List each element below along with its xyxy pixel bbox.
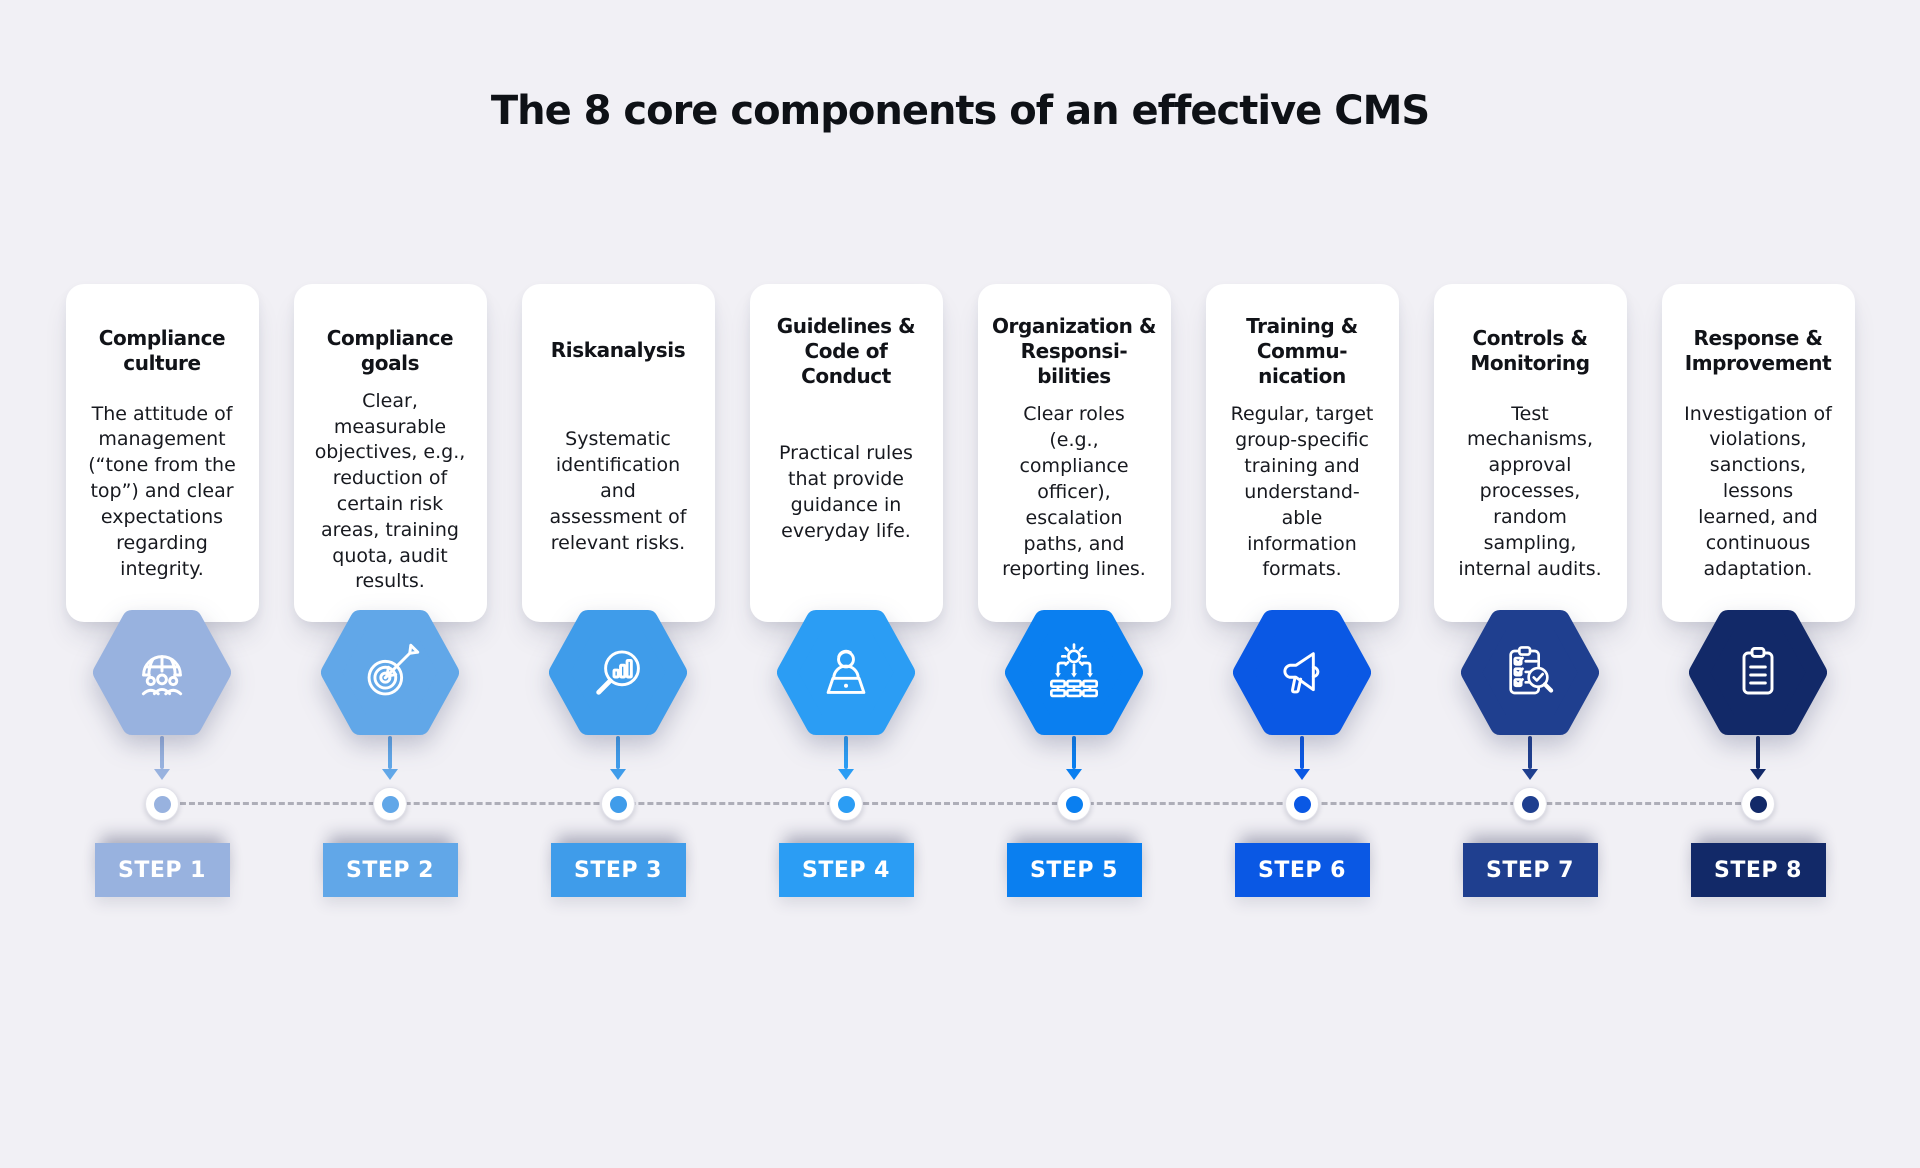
timeline-dot: [373, 787, 407, 821]
checklist-audit-icon: [1498, 641, 1562, 705]
step-label: STEP 5: [1030, 857, 1118, 883]
step-label: STEP 8: [1714, 857, 1802, 883]
step-column: Compliance culture The attitude of manag…: [65, 284, 259, 897]
hexagon-badge: [774, 609, 918, 736]
down-arrow: [1294, 736, 1310, 781]
card-description: Clear roles (e.g., compliance officer), …: [1002, 403, 1146, 581]
timeline-dot: [1513, 787, 1547, 821]
step-column: Guidelines & Code of Conduct Practical r…: [749, 284, 943, 897]
timeline-dashed-line: [161, 802, 1759, 805]
step-badge: STEP 7: [1462, 843, 1598, 897]
hexagon-badge: [318, 609, 462, 736]
down-arrow: [1066, 736, 1082, 781]
step-label: STEP 7: [1486, 857, 1574, 883]
step-card: Compliance goals Clear, measurable objec…: [293, 284, 487, 622]
step-column: Training & Commu- nication Regular, targ…: [1205, 284, 1399, 897]
hexagon-badge: [546, 609, 690, 736]
down-arrow: [1750, 736, 1766, 781]
down-arrow: [382, 736, 398, 781]
hexagon-badge: [90, 609, 234, 736]
timeline-dot: [1741, 787, 1775, 821]
step-card: Controls & Monitoring Test mechanisms, a…: [1433, 284, 1627, 622]
step-badge: STEP 2: [322, 843, 458, 897]
down-arrow: [154, 736, 170, 781]
card-description: Regular, target group-specific training …: [1230, 403, 1374, 581]
step-column: Organization & Responsi- bilities Clear …: [977, 284, 1171, 897]
step-badge: STEP 3: [550, 843, 686, 897]
step-badge: STEP 5: [1006, 843, 1142, 897]
target-arrow-icon: [358, 641, 422, 705]
step-card: Training & Commu- nication Regular, targ…: [1205, 284, 1399, 622]
step-badge: STEP 8: [1690, 843, 1826, 897]
step-card: Guidelines & Code of Conduct Practical r…: [749, 284, 943, 622]
hexagon-badge: [1686, 609, 1830, 736]
down-arrow: [1522, 736, 1538, 781]
hexagon-badge: [1002, 609, 1146, 736]
hexagon-shape: [93, 610, 231, 735]
timeline-dot: [829, 787, 863, 821]
hexagon-badge: [1458, 609, 1602, 736]
down-arrow: [838, 736, 854, 781]
card-title: Guidelines & Code of Conduct: [776, 314, 916, 389]
step-label: STEP 4: [802, 857, 890, 883]
step-column: Controls & Monitoring Test mechanisms, a…: [1433, 284, 1627, 897]
timeline-dot: [1057, 787, 1091, 821]
person-laptop-icon: [814, 641, 878, 705]
card-title: Organization & Responsi- bilities: [991, 314, 1157, 389]
card-title: Response & Improvement: [1684, 325, 1832, 375]
step-badge: STEP 4: [778, 843, 914, 897]
page-title: The 8 core components of an effective CM…: [490, 88, 1430, 134]
card-description: Clear, measurable objectives, e.g., redu…: [314, 389, 466, 593]
step-card: Organization & Responsi- bilities Clear …: [977, 284, 1171, 622]
card-description: Systematic identification and assessment…: [549, 428, 687, 554]
timeline-dot: [1285, 787, 1319, 821]
step-badge: STEP 1: [94, 843, 230, 897]
hexagon-badge: [1230, 609, 1374, 736]
card-title: Controls & Monitoring: [1470, 325, 1590, 375]
step-column: Response & Improvement Investigation of …: [1661, 284, 1855, 897]
step-label: STEP 3: [574, 857, 662, 883]
card-description: Practical rules that provide guidance in…: [779, 442, 913, 542]
card-description: The attitude of management (“tone from t…: [88, 402, 236, 580]
step-badge: STEP 6: [1234, 843, 1370, 897]
community-globe-icon: [130, 641, 194, 705]
step-label: STEP 6: [1258, 857, 1346, 883]
card-title: Compliance culture: [98, 325, 226, 375]
hexagon-shape: [777, 610, 915, 735]
hexagon-shape: [1233, 610, 1371, 735]
down-arrow: [610, 736, 626, 781]
card-title: Riskanalysis: [550, 338, 686, 363]
card-description: Investigation of violations, sanctions, …: [1684, 402, 1832, 580]
timeline-dot: [601, 787, 635, 821]
step-card: Riskanalysis Systematic identification a…: [521, 284, 715, 622]
step-label: STEP 2: [346, 857, 434, 883]
gear-hierarchy-icon: [1042, 641, 1106, 705]
infographic: Compliance culture The attitude of manag…: [65, 284, 1855, 897]
step-card: Response & Improvement Investigation of …: [1661, 284, 1855, 622]
card-title: Compliance goals: [326, 325, 454, 375]
megaphone-icon: [1270, 641, 1334, 705]
card-title: Training & Commu- nication: [1246, 314, 1358, 389]
hexagon-shape: [1689, 610, 1827, 735]
card-description: Test mechanisms, approval processes, ran…: [1458, 402, 1602, 580]
magnifier-chart-icon: [586, 641, 650, 705]
clipboard-icon: [1726, 641, 1790, 705]
step-label: STEP 1: [118, 857, 206, 883]
timeline-dot: [145, 787, 179, 821]
step-column: Compliance goals Clear, measurable objec…: [293, 284, 487, 897]
step-column: Riskanalysis Systematic identification a…: [521, 284, 715, 897]
step-card: Compliance culture The attitude of manag…: [65, 284, 259, 622]
